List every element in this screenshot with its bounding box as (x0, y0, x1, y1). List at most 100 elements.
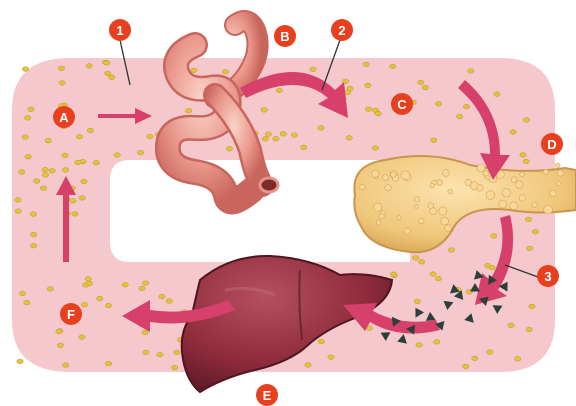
glucose-granule (159, 294, 165, 299)
label-a: A (53, 106, 75, 128)
label-c-text: C (397, 97, 407, 112)
glucose-granule (25, 155, 31, 160)
marker-2: 2 (331, 19, 353, 41)
marker-3: 3 (537, 265, 559, 287)
glucose-granule (105, 361, 111, 366)
pancreas-lobule (465, 179, 471, 185)
glucose-granule (448, 248, 454, 253)
glucose-granule (468, 69, 474, 74)
glucose-granule (262, 137, 268, 142)
glucose-granule (19, 170, 25, 175)
pancreas-lobule (543, 169, 548, 174)
glucose-granule (157, 352, 163, 357)
pancreas-lobule (499, 200, 507, 208)
glucose-granule (472, 356, 478, 361)
glucose-granule (520, 153, 526, 158)
label-b: B (274, 25, 296, 47)
pancreas-lobule (401, 171, 410, 180)
pancreas-lobule (430, 183, 435, 188)
glucose-granule (526, 327, 532, 332)
glucose-granule (31, 243, 37, 248)
glucose-granule (172, 365, 178, 370)
glucose-granule (137, 150, 143, 155)
glucose-granule (22, 135, 28, 140)
label-d-text: D (547, 137, 556, 152)
pancreas-lobule (483, 171, 489, 177)
pancreas-lobule (520, 172, 525, 177)
glucose-granule (143, 350, 149, 355)
glucose-granule (174, 350, 180, 355)
pancreas-lobule (486, 191, 495, 200)
pancreas-lobule (502, 189, 510, 197)
glucose-granule (310, 67, 316, 72)
glucose-granule (365, 83, 371, 88)
glucose-granule (494, 92, 500, 97)
glucose-granule (42, 173, 48, 178)
glucose-granule (305, 363, 311, 368)
glucose-granule (30, 212, 36, 217)
glucose-granule (430, 272, 436, 277)
pancreas-lobule (376, 221, 380, 225)
glucose-granule (435, 276, 441, 281)
glucose-granule (265, 132, 271, 137)
pancreas-lobule (445, 225, 452, 232)
glucose-granule (510, 130, 516, 135)
glucose-granule (76, 134, 82, 139)
glucose-granule (142, 330, 148, 335)
label-f: F (60, 303, 82, 325)
pancreas-lobule (437, 180, 443, 186)
glucose-granule (523, 118, 529, 123)
glucose-granule (291, 133, 297, 138)
glucose-granule (70, 199, 76, 204)
pancreas-lobule (374, 203, 382, 211)
glucose-granule (81, 179, 87, 184)
pancreas-lobule (544, 205, 553, 214)
marker-3-text: 3 (544, 269, 551, 284)
glucose-granule (318, 339, 324, 344)
label-f-text: F (67, 307, 75, 322)
glucose-granule (72, 212, 78, 217)
pancreas-lobule (414, 204, 418, 208)
pancreas-lobule (448, 189, 453, 194)
glucose-granule (344, 90, 350, 95)
glucose-granule (97, 296, 103, 301)
glucose-granule (56, 329, 62, 334)
pancreas-lobule (360, 184, 366, 190)
glucose-granule (523, 159, 529, 164)
glucose-granule (147, 134, 153, 139)
glucose-granule (372, 146, 378, 151)
pancreas-lobule (477, 185, 484, 192)
glucose-granule (457, 114, 463, 119)
label-e-text: E (263, 388, 272, 403)
glucose-granule (42, 167, 48, 172)
pancreas-lobule (418, 218, 424, 224)
pancreas-lobule (532, 202, 537, 207)
glucose-granule (86, 64, 92, 69)
label-e: E (256, 384, 278, 406)
pancreas-lobule (379, 214, 384, 219)
pancreas-lobule (510, 202, 518, 210)
glucose-granule (431, 138, 437, 143)
glucose-granule (139, 286, 145, 291)
glucose-granule (105, 71, 111, 76)
glucose-granule (19, 291, 25, 296)
glucose-granule (419, 260, 425, 265)
glucose-granule (81, 302, 87, 307)
glucose-granule (34, 179, 40, 184)
label-b-text: B (280, 29, 289, 44)
glucose-granule (166, 299, 172, 304)
glucose-granule (75, 160, 81, 165)
glucose-granule (222, 70, 228, 75)
glucose-granule (435, 102, 441, 107)
glucose-granule (62, 153, 68, 158)
glucose-granule (40, 186, 46, 191)
pancreas-lobule (383, 175, 389, 181)
pancreas-lobule (556, 163, 560, 167)
glucose-granule (532, 230, 538, 235)
glucose-granule (79, 335, 85, 340)
glucose-granule (414, 299, 420, 304)
glucose-granule (261, 108, 267, 113)
glucose-granule (22, 67, 28, 72)
glucose-granule (526, 246, 532, 251)
